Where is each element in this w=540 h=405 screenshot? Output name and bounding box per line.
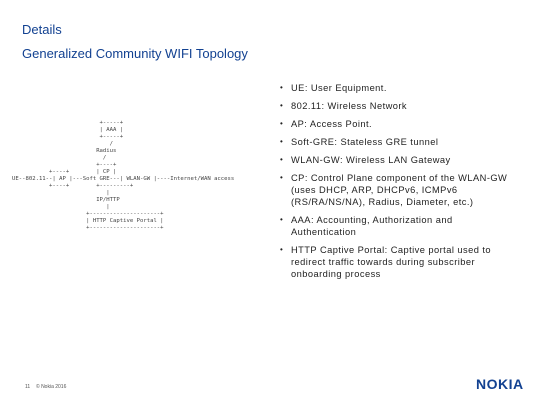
bullet-ue: UE: User Equipment. [280,82,510,94]
bullet-aaa: AAA: Accounting, Authorization and Authe… [280,214,510,238]
definitions-list: UE: User Equipment. 802.11: Wireless Net… [280,82,510,280]
topology-diagram: +-----+ | AAA | +-----+ / Radius / +----… [12,120,282,250]
bullet-ap: AP: Access Point. [280,118,510,130]
bullet-wlangw: WLAN-GW: Wireless LAN Gateway [280,154,510,166]
bullet-softgre: Soft-GRE: Stateless GRE tunnel [280,136,510,148]
diagram-text: +-----+ | AAA | +-----+ / Radius / +----… [12,120,235,231]
bullet-captive-portal: HTTP Captive Portal: Captive portal used… [280,244,510,280]
page-title: Details [22,22,62,37]
copyright: © Nokia 2016 [36,384,67,390]
page-number: 11 [25,384,31,390]
page-subtitle: Generalized Community WIFI Topology [22,46,248,61]
bullet-80211: 802.11: Wireless Network [280,100,510,112]
nokia-logo: NOKIA [476,376,524,392]
bullet-cp: CP: Control Plane component of the WLAN-… [280,172,510,208]
